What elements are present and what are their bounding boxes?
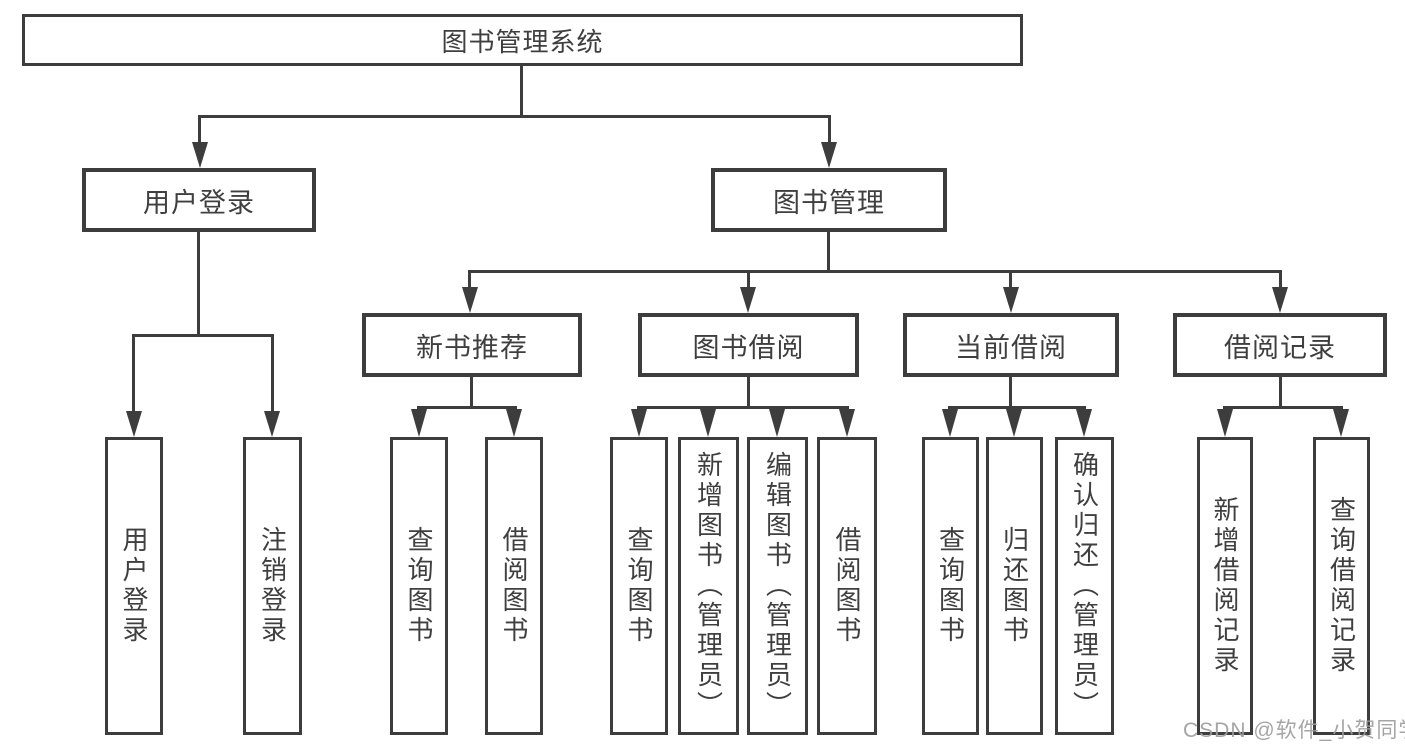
connector-current-borrowing-stub [1009, 375, 1012, 409]
leaf-borrow-books-2: 借阅图书 [817, 437, 877, 735]
connector-drop-new-book-recommend [468, 270, 471, 290]
connector-drop-leaf-user-login [132, 334, 135, 412]
arrowhead-query-books-1 [411, 409, 427, 437]
connector-book-borrowing-bar [637, 406, 849, 409]
node-user-login: 用户登录 [82, 168, 316, 232]
connector-drop-user-login [198, 115, 201, 145]
leaf-query-books-2: 查询图书 [610, 437, 668, 735]
leaf-label: 确认归还（管理员） [1069, 451, 1100, 721]
connector-book-management-stub [827, 230, 830, 273]
connector-borrowing-records-bar [1223, 406, 1343, 409]
connector-drop-current-borrowing [1009, 270, 1012, 290]
connector-new-book-recommend-stub [470, 375, 473, 409]
leaf-query-books-3: 查询图书 [922, 437, 979, 735]
leaf-label: 查询图书 [935, 526, 966, 646]
connector-current-borrowing-bar [948, 406, 1086, 409]
connector-book-management-bar [468, 270, 1282, 273]
node-book-borrowing: 图书借阅 [638, 313, 859, 377]
leaf-return-books: 归还图书 [986, 437, 1043, 735]
node-label: 图书管理 [773, 187, 885, 218]
node-label: 图书管理系统 [441, 26, 604, 57]
leaf-logout: 注销登录 [243, 437, 302, 735]
connector-user-login-stub [197, 230, 200, 336]
arrowhead-return-books [1006, 409, 1022, 437]
leaf-label: 查询借阅记录 [1326, 496, 1357, 676]
arrowhead-borrow-books-1 [506, 409, 522, 437]
leaf-label: 查询图书 [624, 526, 654, 646]
leaf-query-books-1: 查询图书 [390, 437, 448, 735]
arrowhead-borrow-books-2 [839, 409, 855, 437]
leaf-label: 用户登录 [119, 526, 149, 646]
arrowhead-query-borrow-record [1333, 409, 1349, 437]
connector-drop-borrowing-records [1279, 270, 1282, 290]
leaf-label: 新增借阅记录 [1210, 496, 1240, 676]
connector-drop-book-management [828, 115, 831, 145]
arrowhead-query-books-3 [942, 409, 958, 437]
node-label: 新书推荐 [416, 332, 528, 363]
node-library-management-system: 图书管理系统 [22, 14, 1023, 66]
connector-book-borrowing-stub [747, 375, 750, 409]
csdn-watermark: CSDN @软件_小贺同学 [1183, 719, 1405, 742]
leaf-label: 编辑图书（管理员） [762, 451, 793, 721]
arrowhead-leaf-logout [264, 411, 280, 437]
arrowhead-leaf-user-login [126, 411, 142, 437]
leaf-confirm-return-admin: 确认归还（管理员） [1055, 437, 1114, 735]
arrowhead-query-books-2 [631, 409, 647, 437]
connector-new-book-recommend-bar [417, 406, 517, 409]
arrowhead-add-books [700, 409, 716, 437]
leaf-label: 归还图书 [999, 526, 1030, 646]
leaf-query-borrow-record: 查询借阅记录 [1313, 437, 1370, 735]
arrowhead-book-management [821, 142, 837, 168]
arrowhead-new-book-recommend [462, 287, 478, 313]
leaf-add-books-admin: 新增图书（管理员） [678, 437, 739, 735]
connector-borrowing-records-stub [1279, 375, 1282, 409]
node-label: 图书借阅 [692, 332, 805, 363]
leaf-borrow-books-1: 借阅图书 [485, 437, 543, 735]
connector-root-stub [520, 64, 523, 117]
node-label: 当前借阅 [955, 332, 1067, 363]
arrowhead-confirm-return [1076, 409, 1092, 437]
leaf-label: 查询图书 [404, 526, 434, 646]
leaf-label: 借阅图书 [499, 526, 529, 646]
connector-user-login-bar [132, 334, 274, 337]
node-label: 用户登录 [143, 187, 255, 218]
leaf-edit-books-admin: 编辑图书（管理员） [747, 437, 808, 735]
leaf-add-borrow-record: 新增借阅记录 [1197, 437, 1253, 735]
connector-root-bar [198, 115, 831, 118]
node-book-management: 图书管理 [711, 168, 947, 232]
leaf-label: 借阅图书 [832, 526, 862, 646]
node-current-borrowing: 当前借阅 [903, 313, 1119, 377]
arrowhead-borrowing-records [1272, 287, 1288, 313]
leaf-label: 新增图书（管理员） [693, 451, 724, 721]
connector-drop-leaf-logout [271, 334, 274, 412]
arrowhead-add-borrow-record [1217, 409, 1233, 437]
connector-drop-book-borrowing [747, 270, 750, 290]
arrowhead-edit-books [769, 409, 785, 437]
arrowhead-current-borrowing [1003, 287, 1019, 313]
node-borrowing-records: 借阅记录 [1173, 313, 1387, 377]
node-label: 借阅记录 [1224, 332, 1336, 363]
arrowhead-user-login [192, 142, 208, 168]
leaf-user-login: 用户登录 [105, 437, 163, 735]
node-new-book-recommend: 新书推荐 [362, 313, 582, 377]
leaf-label: 注销登录 [257, 526, 288, 646]
arrowhead-book-borrowing [740, 287, 756, 313]
